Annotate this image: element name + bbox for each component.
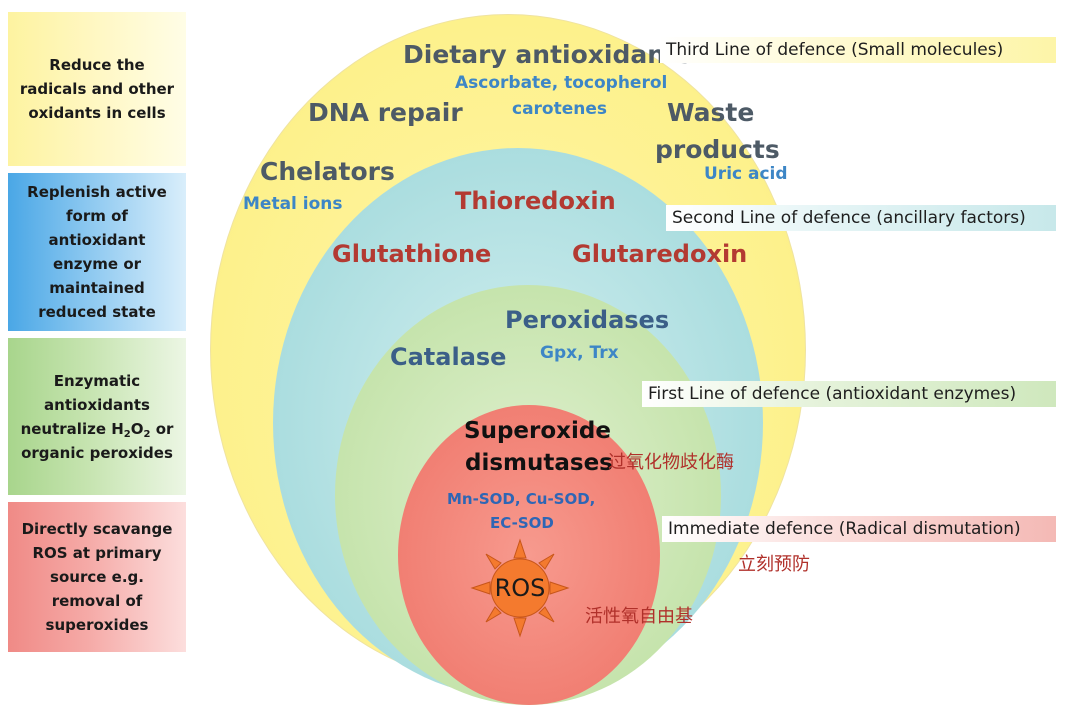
catalase-label: Catalase — [390, 343, 507, 371]
side-text-line: source e.g. — [50, 568, 144, 586]
side-text-line: enzyme or — [52, 255, 142, 273]
thioredoxin-label: Thioredoxin — [455, 187, 616, 215]
side-text-line: form of — [66, 207, 128, 225]
glutathione-label: Glutathione — [332, 240, 492, 268]
waste-label: Waste — [667, 98, 755, 127]
side-text-line: Replenish active — [27, 183, 167, 201]
side-text-line: removal of — [51, 592, 143, 610]
side-text-line: oxidants in cells — [28, 104, 166, 122]
side-text-line: reduced state — [38, 303, 156, 321]
side-text-line: ROS at primary — [32, 544, 162, 562]
formula-part: or — [150, 419, 174, 438]
side-text-line: radicals and other — [19, 80, 175, 98]
peroxidases-label: Peroxidases — [505, 306, 670, 334]
dietary-sub-label: carotenes — [512, 99, 608, 119]
second-line-band: Second Line of defence (ancillary factor… — [666, 205, 1056, 231]
superoxide-label: Superoxide — [464, 418, 611, 444]
gpx-trx-label: Gpx, Trx — [540, 343, 619, 363]
chinese-immediate-annotation: 立刻预防 — [738, 554, 810, 575]
formula-subscript: 2 — [123, 428, 131, 440]
third-line-band: Third Line of defence (Small molecules) — [660, 37, 1056, 63]
chinese-sod-annotation: 过氧化物歧化酶 — [608, 452, 734, 473]
formula-subscript: 2 — [143, 428, 151, 440]
side-text-line: Enzymatic — [53, 371, 141, 390]
dismutases-label: dismutases — [465, 450, 613, 476]
immediate-defence-circle — [398, 405, 660, 705]
dietary-antioxidants-label: Dietary antioxidants — [403, 40, 692, 69]
formula-part: neutralize H — [20, 419, 124, 438]
side-text-line: Reduce the — [49, 56, 145, 74]
chelators-label: Chelators — [260, 157, 395, 186]
uric-acid-label: Uric acid — [704, 164, 788, 184]
ros-label: ROS — [494, 574, 546, 602]
side-text-line-formula: neutralize H2O2 or — [21, 417, 174, 441]
metal-ions-label: Metal ions — [243, 194, 343, 214]
glutaredoxin-label: Glutaredoxin — [572, 240, 748, 268]
side-text-line: Directly scavange — [21, 520, 173, 538]
side-text-line: antioxidant — [48, 231, 146, 249]
dna-repair-label: DNA repair — [308, 98, 463, 127]
chinese-ros-annotation: 活性氧自由基 — [585, 606, 693, 627]
side-box-first-line: Enzymatic antioxidants neutralize H2O2 o… — [8, 338, 186, 495]
side-box-third-line: Reduce the radicals and other oxidants i… — [8, 12, 186, 166]
ec-sod-label: EC-SOD — [490, 514, 554, 532]
side-box-immediate: Directly scavange ROS at primary source … — [8, 502, 186, 652]
ros-sun-icon — [470, 538, 570, 638]
first-line-band: First Line of defence (antioxidant enzym… — [642, 381, 1056, 407]
side-text-line: organic peroxides — [21, 443, 173, 462]
formula-part: O — [130, 419, 144, 438]
side-text-line: maintained — [49, 279, 145, 297]
dietary-sub-label: Ascorbate, tocopherol — [455, 73, 668, 93]
immediate-defence-band: Immediate defence (Radical dismutation) — [662, 516, 1056, 542]
products-label: products — [655, 135, 780, 164]
side-text-line: superoxides — [45, 616, 149, 634]
sod-types-label: Mn-SOD, Cu-SOD, — [447, 490, 596, 508]
side-box-second-line: Replenish active form of antioxidant enz… — [8, 173, 186, 331]
side-text-line: antioxidants — [44, 395, 150, 414]
